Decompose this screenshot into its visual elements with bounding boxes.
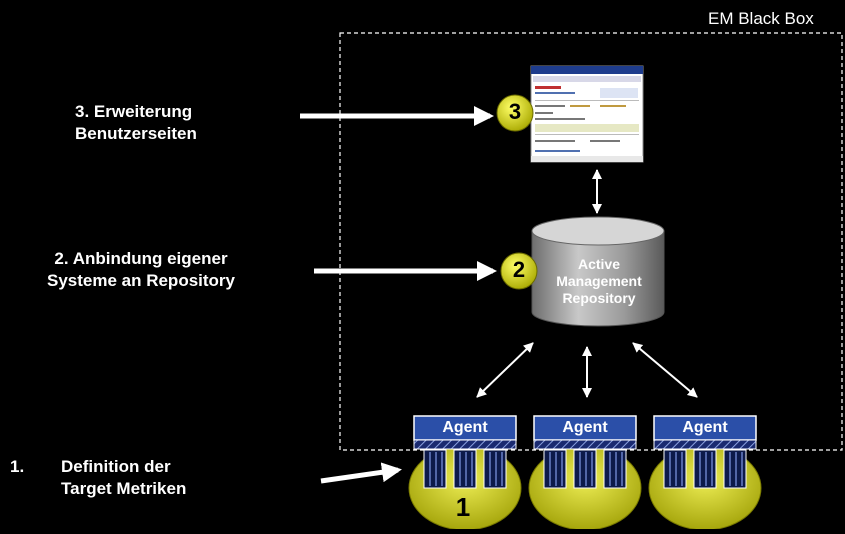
agent-1-label: Agent [442,419,488,436]
step-3-line1: 3. Erweiterung [75,102,193,121]
repository-cylinder [531,216,665,327]
step-1-line1: Definition der [61,457,171,476]
step-2-line1: 2. Anbindung eigener [54,249,228,268]
step-2-badge [500,252,538,290]
black-box-title: EM Black Box [708,9,814,28]
repository-label: Active Management Repository [538,256,660,307]
step-3-badge [496,94,534,132]
step-1-number: 1. [10,457,25,476]
arrow-step-1 [320,462,402,484]
step-2-label: 2. Anbindung eigener Systeme an Reposito… [0,248,282,292]
target-1-number: 1 [455,492,471,522]
user-pages-screenshot [530,65,644,163]
agent-1 [413,415,517,489]
repository-line1: Active [577,256,621,272]
repository-line3: Repository [562,290,636,306]
step-2-badge-number: 2 [512,257,526,282]
connector-repository-agent-3 [632,342,698,398]
connector-repository-agent-1 [476,342,534,398]
step-3-label: 3. Erweiterung Benutzerseiten [75,101,197,145]
agent-2-label: Agent [562,419,608,436]
agent-3 [653,415,757,489]
step-2-line2: Systeme an Repository [46,271,235,290]
step-3-line2: Benutzerseiten [75,124,197,143]
agents [413,415,757,489]
repository-line2: Management [556,273,642,289]
agent-3-label: Agent [682,419,728,436]
step-1-label: Definition der Target Metriken [61,456,186,500]
step-1-line2: Target Metriken [61,479,187,498]
agent-2 [533,415,637,489]
step-3-badge-number: 3 [508,99,522,124]
